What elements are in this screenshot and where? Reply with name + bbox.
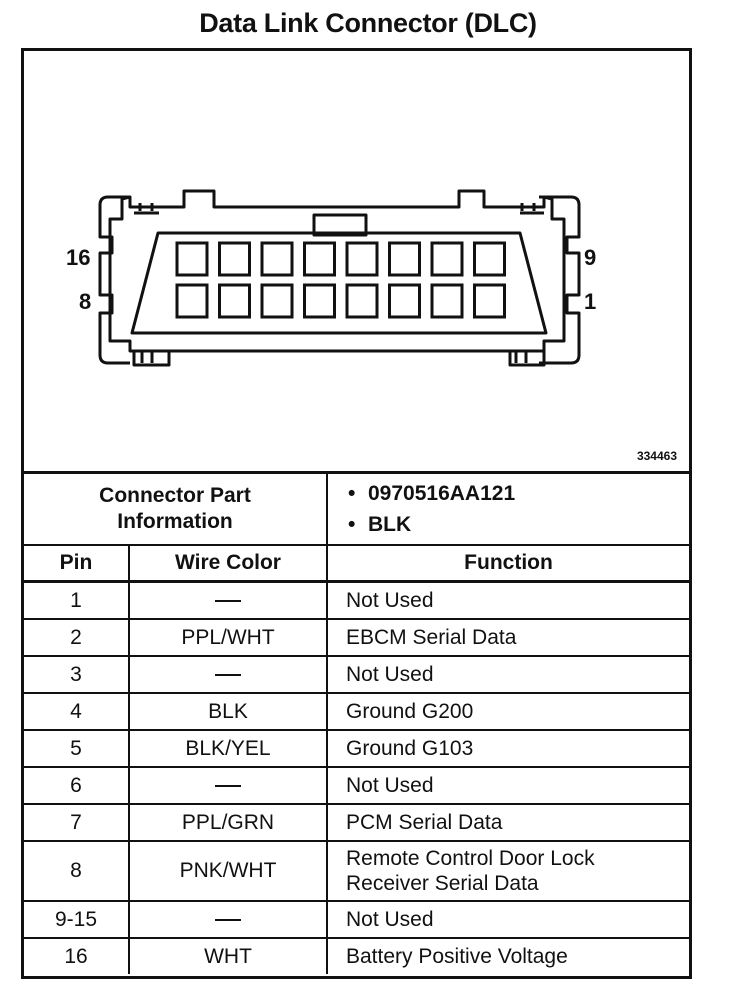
pin-cell-value: 7 — [24, 803, 130, 842]
pin-label-9: 9 — [584, 245, 596, 270]
header-pin: Pin — [24, 544, 130, 583]
empty-dash — [215, 784, 241, 787]
pin-cell — [388, 283, 421, 319]
pin-cell-value: 2 — [24, 618, 130, 657]
pin-cell — [175, 283, 209, 319]
connector-diagram: 16 8 9 1 — [66, 189, 596, 367]
connector-info-label: Connector Part Information — [24, 471, 328, 546]
function-cell: Not Used — [326, 766, 689, 805]
function-line: Battery Positive Voltage — [346, 945, 568, 968]
pin-cell-value: 3 — [24, 655, 130, 694]
pin-label-8: 8 — [79, 289, 91, 314]
wire-color-cell: WHT — [128, 937, 328, 974]
function-cell: EBCM Serial Data — [326, 618, 689, 657]
function-line: Ground G103 — [346, 737, 474, 760]
wire-color-cell — [128, 655, 328, 694]
function-line: PCM Serial Data — [346, 811, 503, 834]
pin-cell — [175, 241, 209, 277]
function-cell: Ground G103 — [326, 729, 689, 768]
function-line: Not Used — [346, 663, 434, 686]
function-line: Not Used — [346, 908, 434, 931]
function-line: EBCM Serial Data — [346, 626, 517, 649]
pin-cell-value: 1 — [24, 580, 130, 620]
part-number: 0970516AA121 — [348, 478, 689, 509]
pin-cell — [303, 283, 336, 319]
header-wire-color: Wire Color — [128, 544, 328, 583]
table-row: 3 Not Used — [24, 655, 689, 694]
pin-cell-value: 16 — [24, 937, 130, 974]
pin-label-1: 1 — [584, 289, 596, 314]
function-cell: PCM Serial Data — [326, 803, 689, 842]
function-line: Remote Control Door Lock — [346, 847, 595, 870]
table-header: Pin Wire Color Function — [24, 544, 689, 583]
diagram-frame: 16 8 9 1 334463 Connector Part Informati… — [21, 48, 692, 979]
pin-cell-value: 4 — [24, 692, 130, 731]
function-cell: Not Used — [326, 580, 689, 620]
pin-cell — [260, 241, 294, 277]
pin-cell-value: 6 — [24, 766, 130, 805]
connector-shell — [108, 189, 566, 353]
pin-cell — [473, 241, 506, 277]
wire-color-cell: PNK/WHT — [128, 840, 328, 902]
pin-cell — [260, 283, 294, 319]
left-latch — [98, 195, 130, 365]
pin-cell — [473, 283, 506, 319]
pin-cells — [175, 241, 506, 319]
function-line: Not Used — [346, 589, 434, 612]
function-line: Not Used — [346, 774, 434, 797]
pin-cell — [430, 283, 464, 319]
table-row: 9-15 Not Used — [24, 900, 689, 939]
function-cell: Battery Positive Voltage — [326, 937, 689, 974]
connector-color: BLK — [348, 509, 689, 540]
empty-dash — [215, 599, 241, 602]
empty-dash — [215, 673, 241, 676]
pin-cell — [345, 241, 379, 277]
wire-color-cell: PPL/WHT — [128, 618, 328, 657]
wire-color-cell — [128, 900, 328, 939]
table-row: 1 Not Used — [24, 580, 689, 620]
reference-number: 334463 — [636, 449, 677, 463]
pin-cell-value: 5 — [24, 729, 130, 768]
connector-info-values: 0970516AA121 BLK — [326, 471, 689, 546]
pin-cell — [345, 283, 379, 319]
pin-cell — [430, 241, 464, 277]
pin-cell — [218, 283, 251, 319]
wire-color-cell — [128, 766, 328, 805]
connector-table: Connector Part Information 0970516AA121 … — [24, 471, 689, 974]
function-cell: Not Used — [326, 900, 689, 939]
wire-color-cell: BLK — [128, 692, 328, 731]
function-line: Ground G200 — [346, 700, 474, 723]
pin-cell — [388, 241, 421, 277]
pin-cell — [303, 241, 336, 277]
pin-cavity-outline — [130, 231, 548, 335]
pin-cell-value: 8 — [24, 840, 130, 902]
table-row: 6 Not Used — [24, 766, 689, 805]
wire-color-cell: BLK/YEL — [128, 729, 328, 768]
header-function: Function — [326, 544, 689, 583]
connector-info-row: Connector Part Information 0970516AA121 … — [24, 471, 689, 546]
right-latch — [539, 195, 581, 365]
wire-color-cell: PPL/GRN — [128, 803, 328, 842]
page-title: Data Link Connector (DLC) — [199, 8, 537, 38]
wire-color-cell — [128, 580, 328, 620]
function-cell: Not Used — [326, 655, 689, 694]
pin-label-16: 16 — [66, 245, 90, 270]
empty-dash — [215, 918, 241, 921]
pin-cell — [218, 241, 251, 277]
function-line: Receiver Serial Data — [346, 872, 539, 895]
key-tab — [312, 213, 368, 237]
function-cell: Ground G200 — [326, 692, 689, 731]
bottom-clips — [132, 351, 546, 367]
pin-cell-value: 9-15 — [24, 900, 130, 939]
